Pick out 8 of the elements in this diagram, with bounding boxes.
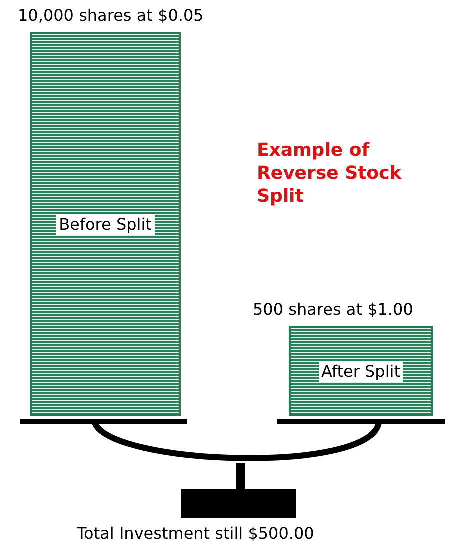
chart-title: Example of Reverse Stock Split: [257, 139, 403, 208]
total-label: Total Investment still $500.00: [77, 524, 314, 543]
bar-label: After Split: [318, 360, 404, 382]
share-bar: [289, 326, 433, 416]
share-bar: [30, 32, 181, 416]
share-count-label: 10,000 shares at $0.05: [18, 6, 204, 25]
bar-label: Before Split: [56, 214, 155, 234]
share-count-label: 500 shares at $1.00: [253, 300, 414, 319]
